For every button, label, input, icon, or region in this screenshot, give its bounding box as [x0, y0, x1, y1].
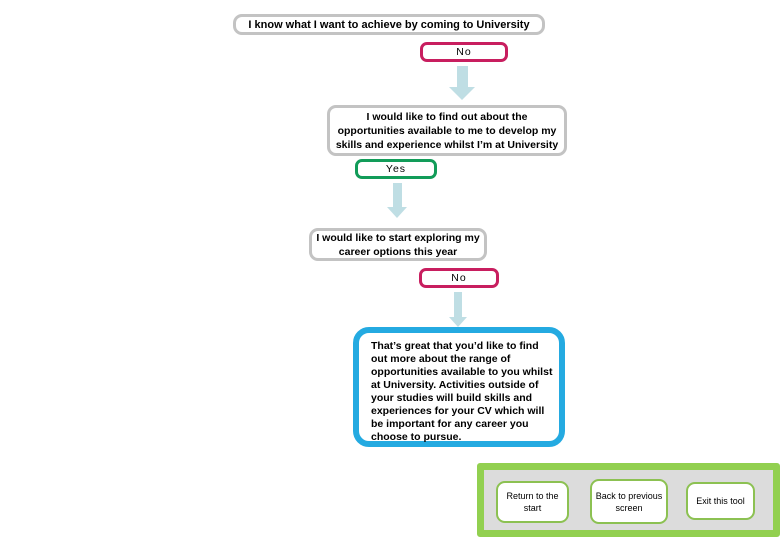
- exit-tool-button[interactable]: Exit this tool: [686, 482, 755, 520]
- statement-3-text: I would like to start exploring my caree…: [316, 231, 480, 258]
- down-arrow-icon-2: [387, 183, 407, 218]
- statement-box-3: I would like to start exploring my caree…: [309, 228, 487, 261]
- exit-tool-label: Exit this tool: [696, 496, 745, 506]
- down-arrow-icon-1: [449, 66, 475, 100]
- answer-no-2-label: No: [451, 272, 467, 284]
- answer-yes-label: Yes: [385, 163, 407, 175]
- result-message-box: That’s great that you’d like to find out…: [353, 327, 565, 447]
- back-previous-screen-button[interactable]: Back to previous screen: [590, 479, 668, 524]
- answer-no-button-2[interactable]: No: [419, 268, 499, 288]
- return-to-start-label: Return to the start: [506, 491, 559, 513]
- answer-no-button-1[interactable]: No: [420, 42, 508, 62]
- answer-yes-button[interactable]: Yes: [355, 159, 437, 179]
- navigation-panel: Return to the start Back to previous scr…: [477, 463, 780, 537]
- down-arrow-icon-3: [449, 292, 467, 327]
- statement-2-text: I would like to find out about the oppor…: [335, 110, 559, 151]
- return-to-start-button[interactable]: Return to the start: [496, 481, 569, 523]
- answer-no-1-label: No: [456, 46, 472, 58]
- statement-1-text: I know what I want to achieve by coming …: [248, 18, 530, 31]
- result-message-text: That’s great that you’d like to find out…: [371, 340, 553, 443]
- statement-box-1: I know what I want to achieve by coming …: [233, 14, 545, 35]
- statement-box-2: I would like to find out about the oppor…: [327, 105, 567, 156]
- back-previous-screen-label: Back to previous screen: [595, 490, 663, 513]
